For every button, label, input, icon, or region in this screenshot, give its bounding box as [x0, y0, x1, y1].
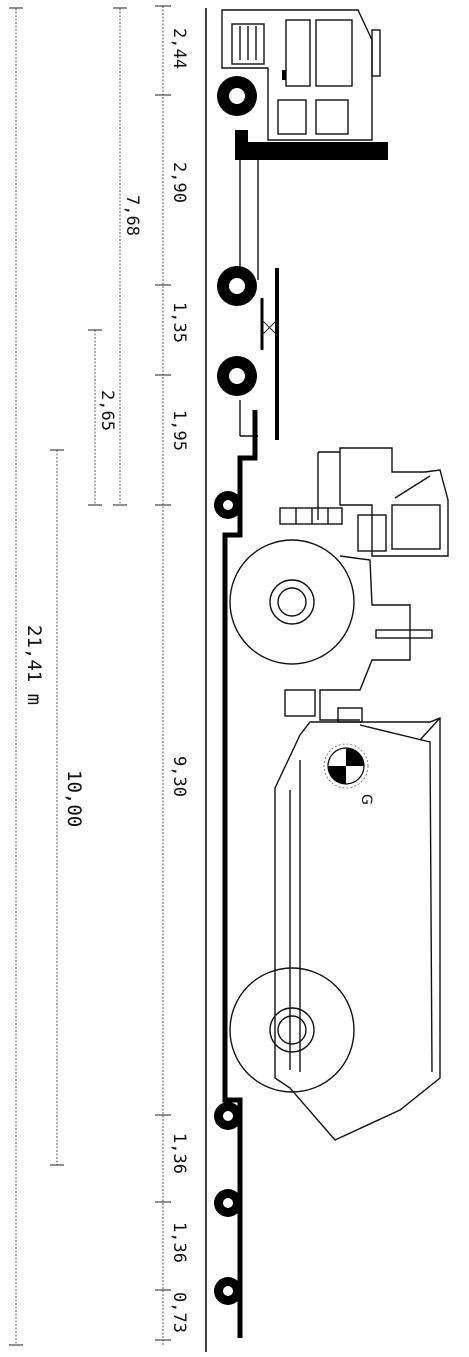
- tractor-front-wheel: [217, 76, 257, 116]
- tractor-drive-wheel-1: [217, 266, 257, 306]
- scraper-bowl: [274, 716, 441, 1141]
- gap-label-4: 1,95: [169, 410, 189, 451]
- trailer-front-wheel: [214, 491, 242, 519]
- trailer-rear-wheel-1: [214, 1102, 242, 1130]
- center-of-gravity-symbol: [323, 743, 369, 789]
- gap-label-5: 9,30: [169, 756, 189, 797]
- tractor-chassis: [235, 130, 388, 160]
- tractor-unit: [221, 9, 388, 440]
- overall-length-label: 21,41 m: [23, 625, 45, 705]
- dimension-lines: [9, 5, 171, 1346]
- scraper-front-wheel: [229, 539, 355, 665]
- gap-label-6: 1,36: [169, 1133, 189, 1174]
- gap-label-3: 1,35: [169, 302, 189, 343]
- kingpin-span-label: 2,65: [97, 390, 117, 431]
- scraper-cab: [339, 447, 449, 557]
- scraper-load: [229, 447, 449, 1141]
- gap-label-1: 2,44: [169, 28, 189, 69]
- tractor-drive-wheel-2: [217, 356, 257, 396]
- trailer-frame: [222, 410, 258, 1338]
- load-span-label: 10,00: [63, 770, 85, 827]
- trailer-rear-wheel-3: [214, 1277, 242, 1305]
- gap-label-8: 0,73: [169, 1292, 189, 1333]
- trailer-rear-wheel-2: [214, 1189, 242, 1217]
- tractor-span-label: 7,68: [122, 195, 142, 236]
- dimension-labels: 2,44 2,90 1,35 1,95 9,30 1,36 1,36 0,73 …: [23, 28, 189, 1333]
- gap-label-7: 1,36: [169, 1222, 189, 1263]
- gap-label-2: 2,90: [169, 162, 189, 203]
- center-of-gravity-label: G: [358, 794, 374, 805]
- scraper-rear-wheel: [229, 967, 355, 1093]
- tractor-cab: [221, 9, 373, 141]
- wheels: [214, 76, 257, 1305]
